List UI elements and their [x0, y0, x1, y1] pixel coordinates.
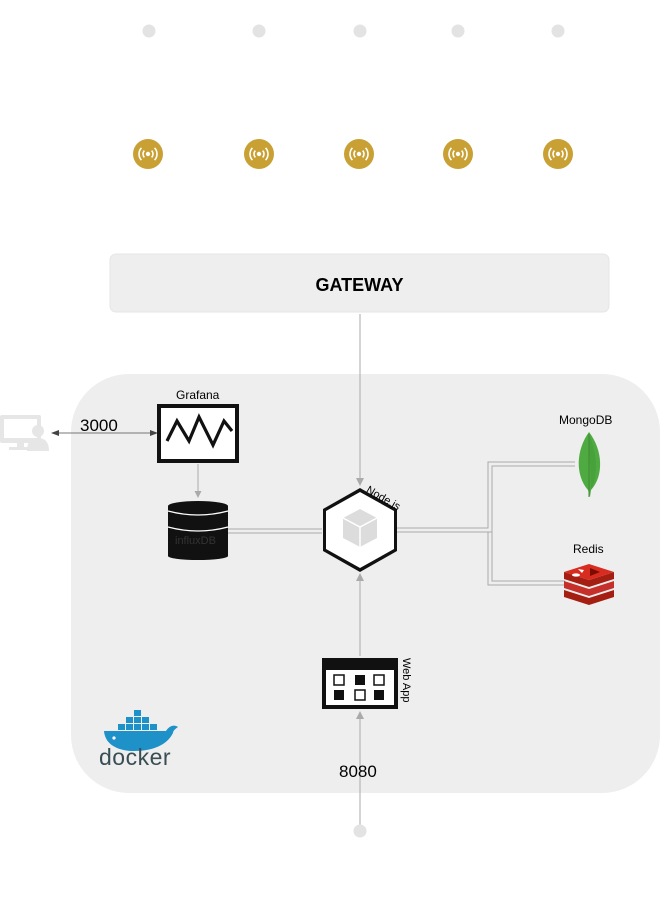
top-dot: [451, 24, 465, 38]
gateway-box: [109, 253, 610, 313]
top-dot: [142, 24, 156, 38]
arrow-head: [51, 430, 59, 436]
sensor-icon: [344, 139, 374, 169]
arrow-head: [356, 573, 364, 581]
arrow-head: [356, 711, 364, 719]
sensor-icon: [443, 139, 473, 169]
bottom-dot: [353, 824, 367, 838]
arrow-head: [194, 491, 202, 498]
arrow-head: [356, 478, 364, 486]
top-dot: [252, 24, 266, 38]
mongodb-icon: [578, 432, 601, 497]
docker-panel: [71, 374, 660, 793]
arrow-head: [150, 430, 158, 436]
node-redis-link: [487, 532, 565, 586]
sensor-icon: [244, 139, 274, 169]
node-mongo-link: [397, 465, 575, 533]
grafana-port-label: 3000: [80, 416, 118, 435]
docker-label: docker: [99, 744, 172, 770]
mongodb-label: MongoDB: [559, 413, 613, 427]
top-dot: [353, 24, 367, 38]
top-dots: [142, 24, 565, 38]
grafana-icon: [157, 404, 239, 463]
webapp-label: Web App: [400, 658, 412, 703]
docker-whale-icon: [104, 710, 178, 751]
grafana-label: Grafana: [176, 388, 220, 402]
webapp-port-label: 8080: [339, 762, 377, 781]
sensor-icon: [543, 139, 573, 169]
node-mongo-link: [397, 461, 575, 529]
redis-label: Redis: [573, 542, 604, 556]
influxdb-label: influxDB: [175, 535, 216, 547]
nodejs-icon: [323, 488, 397, 572]
user-workstation-icon: [0, 415, 49, 451]
sensor-icon: [133, 139, 163, 169]
gateway-label: GATEWAY: [315, 275, 404, 295]
sensor-icons: [133, 139, 573, 169]
redis-icon: [564, 564, 614, 605]
top-dot: [551, 24, 565, 38]
webapp-icon: [322, 658, 398, 709]
connectors: [51, 314, 575, 825]
influxdb-icon: [167, 501, 229, 560]
node-redis-link: [491, 532, 565, 582]
